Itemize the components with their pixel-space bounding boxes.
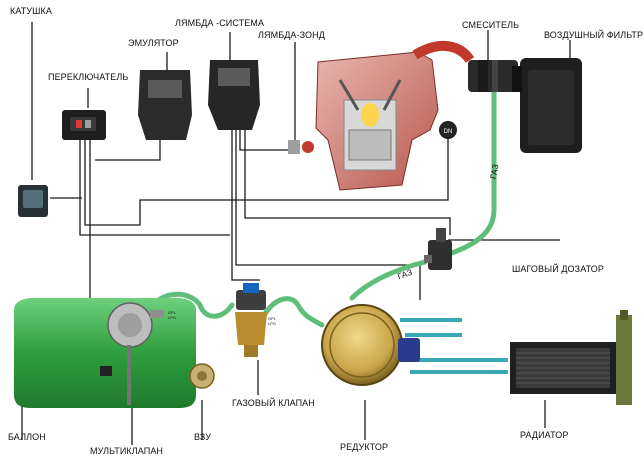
- coolant-hoses: [400, 318, 508, 374]
- engine-cutaway: [315, 40, 475, 191]
- air-filter-box: [512, 58, 582, 153]
- wire-switch-harness-1: [79, 140, 230, 236]
- label-mixer: СМЕСИТЕЛЬ: [462, 20, 520, 30]
- label-lambda-probe: ЛЯМБДА-ЗОНД: [258, 30, 325, 40]
- gas-mixer: [468, 60, 518, 92]
- pressure-reducer: [321, 304, 420, 386]
- label-emulator: ЭМУЛЯТОР: [128, 38, 179, 48]
- hose-doser-reducer: [349, 259, 428, 301]
- wire-sensor: [300, 135, 449, 201]
- label-reducer: РЕДУКТОР: [340, 442, 389, 452]
- label-multivalve: МУЛЬТИКЛАПАН: [90, 446, 164, 456]
- stepper-doser-unit: [424, 228, 452, 270]
- lambda-probe-sensor: [288, 140, 314, 154]
- wire-lambda-probe: [239, 130, 292, 151]
- svg-text:LPG: LPG: [268, 321, 276, 326]
- label-gas-valve: ГАЗОВЫЙ КЛАПАН: [232, 398, 315, 408]
- label-cylinder: БАЛЛОН: [8, 432, 46, 442]
- label-stepper-doser: ШАГОВЫЙ ДОЗАТОР: [512, 264, 604, 274]
- label-coil: КАТУШКА: [10, 6, 52, 16]
- ignition-coil: [18, 185, 48, 217]
- lambda-control-unit: [208, 60, 260, 130]
- wire-lambda-gasvalve: [231, 130, 260, 281]
- label-vzu: ВЗУ: [194, 432, 212, 442]
- filler-unit: [189, 363, 215, 389]
- svg-text:GPL: GPL: [168, 310, 177, 315]
- multivalve-assembly: GPL LPG: [107, 302, 177, 405]
- label-radiator: РАДИАТОР: [520, 430, 569, 440]
- svg-text:LPG: LPG: [168, 315, 176, 320]
- gas-solenoid-valve: GPL LPG: [235, 283, 277, 357]
- fuel-switch: [62, 110, 106, 140]
- radiator-unit: [510, 310, 632, 405]
- wire-emulator-switch: [95, 140, 161, 161]
- label-air-filter: ВОЗДУШНЫЙ ФИЛЬТР: [544, 30, 644, 40]
- hose-mixer-doser: [435, 69, 497, 261]
- emulator-unit: [138, 70, 192, 140]
- wiring: [21, 22, 571, 445]
- engine-sensor: DN: [439, 121, 457, 139]
- svg-text:DN: DN: [444, 129, 453, 135]
- label-switch: ПЕРЕКЛЮЧАТЕЛЬ: [48, 72, 129, 82]
- svg-text:GPL: GPL: [268, 316, 277, 321]
- wire-lambda-reducer: [235, 130, 421, 300]
- wire-lambda-doser: [244, 130, 451, 235]
- hose-gasvalve-reducer: [259, 296, 325, 328]
- wire-switch-harness-2: [84, 140, 300, 226]
- label-lambda-system: ЛЯМБДА -СИСТЕМА: [175, 18, 265, 28]
